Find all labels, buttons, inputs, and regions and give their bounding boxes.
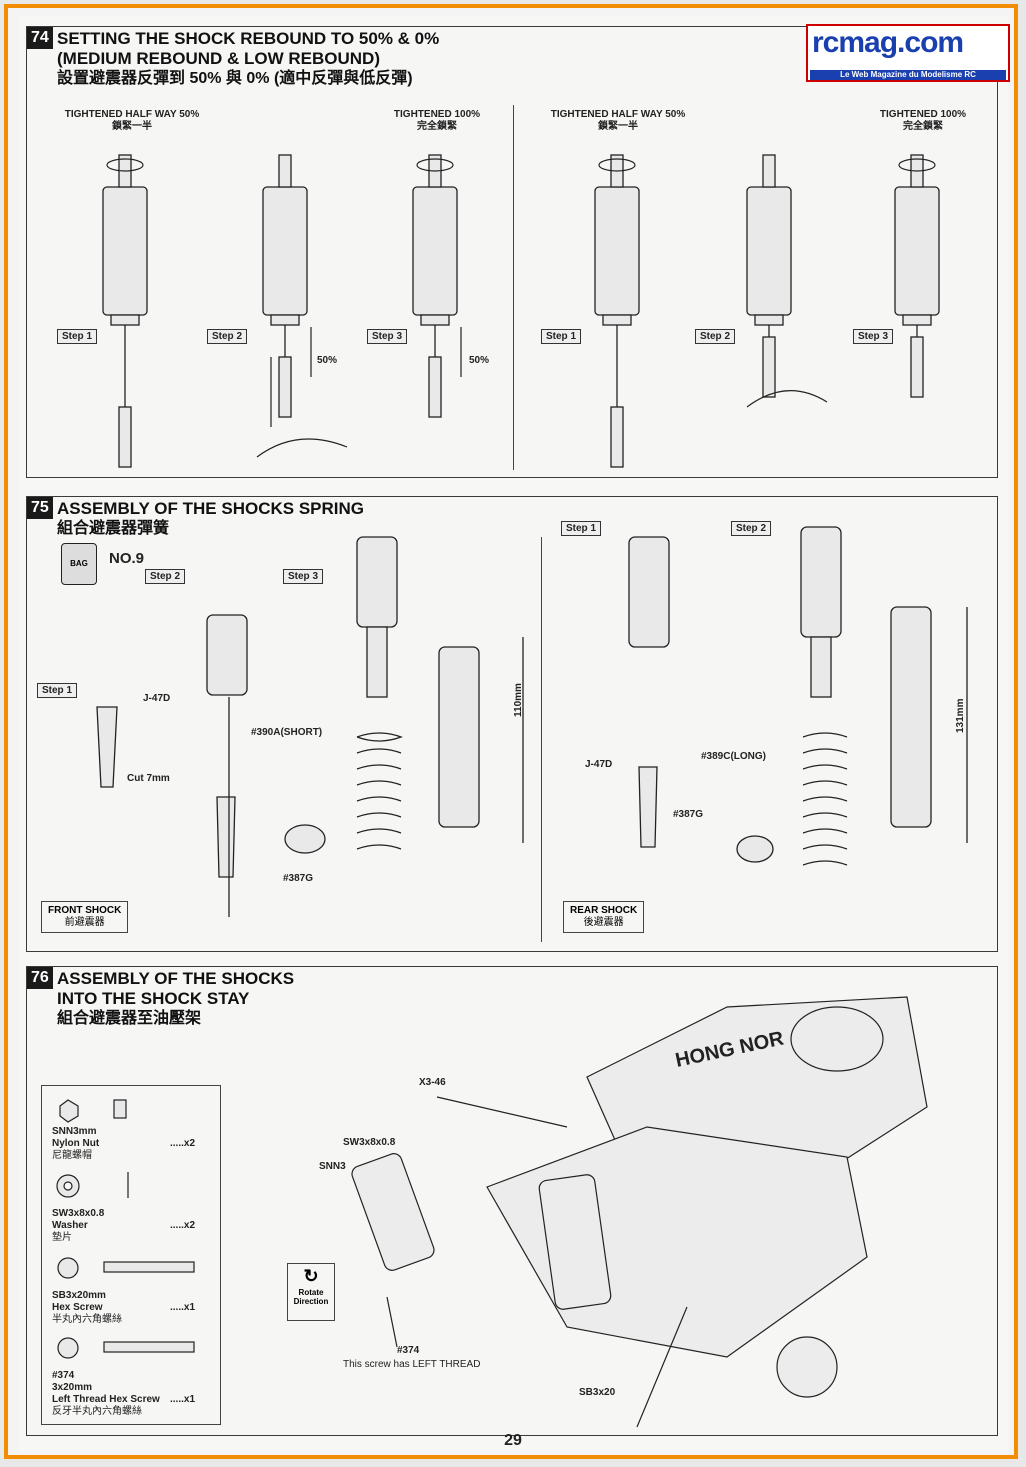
step-number: 75 xyxy=(27,497,53,519)
part-label-j47d: J-47D xyxy=(143,693,171,704)
step-2-box: Step 2 xyxy=(145,569,186,584)
collar-label: #387G xyxy=(283,873,314,884)
nylon-nut-side-icon xyxy=(113,1099,127,1119)
step-3-box: Step 3 xyxy=(853,329,894,344)
half-tightened-label: TIGHTENED HALF WAY 50%鎖緊一半 xyxy=(64,109,200,132)
rear-shock-body xyxy=(628,536,670,648)
panel-divider xyxy=(541,537,542,942)
callout-sb: SB3x20 xyxy=(579,1387,616,1398)
title-chinese: 組合避震器彈簧 xyxy=(57,520,170,537)
collar-part xyxy=(736,835,774,863)
hex-screw-head-icon xyxy=(57,1257,79,1279)
spring-short-label: #390A(SHORT) xyxy=(251,727,323,738)
section-title: SETTING THE SHOCK REBOUND TO 50% & 0% (M… xyxy=(57,29,439,89)
full-tightened-label: TIGHTENED 100%完全鎖緊 xyxy=(879,109,967,132)
page-number: 29 xyxy=(504,1432,522,1449)
logo-tagline: Le Web Magazine du Modelisme RC xyxy=(810,70,1006,80)
assembled-front-shock xyxy=(438,646,480,828)
left-thread-screw-icon xyxy=(103,1341,195,1353)
step-2-box: Step 2 xyxy=(731,521,772,536)
left-shock xyxy=(351,1153,435,1271)
rod-end xyxy=(118,406,132,468)
step-1-box: Step 1 xyxy=(561,521,602,536)
hex-screw-icon xyxy=(103,1261,195,1273)
shock-rebound-illustration xyxy=(102,154,940,468)
left-thread-screw-head-icon xyxy=(57,1337,79,1359)
springs xyxy=(228,607,968,917)
collar-label: #387G xyxy=(673,809,704,820)
title-line-1: SETTING THE SHOCK REBOUND TO 50% & 0% xyxy=(57,29,440,48)
wheel-hub xyxy=(776,1336,838,1398)
assembled-rear-shock xyxy=(890,606,932,828)
part-qty: .....x1 xyxy=(170,1394,196,1405)
stroke-percent-label: 50% xyxy=(469,355,490,366)
rcmag-logo[interactable]: rcmag.com Le Web Magazine du Modelisme R… xyxy=(806,24,1010,82)
chassis-assembly-illustration: HONG NOR xyxy=(351,996,928,1428)
title-chinese: 組合避震器至油壓架 xyxy=(57,1010,202,1027)
full-tightened-label: TIGHTENED 100%完全鎖緊 xyxy=(393,109,481,132)
spring-assembly-illustration xyxy=(96,526,968,917)
parts-icons xyxy=(56,1099,195,1359)
steering-part xyxy=(790,1006,884,1072)
cut-label: Cut 7mm xyxy=(127,773,170,784)
step-1-box: Step 1 xyxy=(37,683,78,698)
rear-shock-body xyxy=(800,526,842,638)
section-title: ASSEMBLY OF THE SHOCKS SPRING 組合避震器彈簧 xyxy=(57,499,364,539)
part-qty: .....x2 xyxy=(170,1220,196,1231)
nylon-nut-icon xyxy=(59,1099,79,1123)
callout-nut: SNN3 xyxy=(319,1161,346,1172)
title-line-1: ASSEMBLY OF THE SHOCKS SPRING xyxy=(57,499,364,518)
bag-icon: BAG xyxy=(61,543,97,585)
part-qty: .....x2 xyxy=(170,1138,196,1149)
spring-long-label: #389C(LONG) xyxy=(701,751,767,762)
step-75-section: 75 ASSEMBLY OF THE SHOCKS SPRING 組合避震器彈簧… xyxy=(26,496,998,952)
right-shock xyxy=(538,1174,612,1310)
collar-part xyxy=(284,824,326,854)
step-2-box: Step 2 xyxy=(695,329,736,344)
part-label-j47d: J-47D xyxy=(585,759,613,770)
step-2-box: Step 2 xyxy=(207,329,248,344)
front-shock-body xyxy=(356,536,398,628)
part-qty: .....x1 xyxy=(170,1302,196,1313)
stroke-percent-label: 50% xyxy=(317,355,338,366)
bag-number: NO.9 xyxy=(109,550,145,567)
step-1-box: Step 1 xyxy=(57,329,98,344)
front-shock-body xyxy=(206,614,248,696)
step-74-section: 74 SETTING THE SHOCK REBOUND TO 50% & 0%… xyxy=(26,26,998,478)
callout-374: #374 xyxy=(397,1345,420,1356)
step-1-box: Step 1 xyxy=(541,329,582,344)
panel-divider xyxy=(513,105,514,470)
left-thread-note: This screw has LEFT THREAD xyxy=(343,1359,481,1370)
callout-washer: SW3x8x0.8 xyxy=(343,1137,396,1148)
rotate-arrow-icon: ↻ xyxy=(303,1266,319,1286)
title-line-2: (MEDIUM REBOUND & LOW REBOUND) xyxy=(57,49,380,68)
step-76-section: 76 ASSEMBLY OF THE SHOCKS INTO THE SHOCK… xyxy=(26,966,998,1436)
title-line-1: ASSEMBLY OF THE SHOCKS xyxy=(57,969,295,988)
callout-x346: X3-46 xyxy=(419,1077,446,1088)
chassis-body xyxy=(486,1126,868,1358)
manual-page: 74 SETTING THE SHOCK REBOUND TO 50% & 0%… xyxy=(18,16,1008,1451)
rotate-direction-box: ↻ Rotate Direction xyxy=(287,1263,335,1321)
section-title: ASSEMBLY OF THE SHOCKS INTO THE SHOCK ST… xyxy=(57,969,294,1029)
shock-body xyxy=(102,186,148,316)
title-chinese: 設置避震器反彈到 50% 與 0% (適中反彈與低反彈) xyxy=(57,70,413,87)
half-tightened-label: TIGHTENED HALF WAY 50%鎖緊一半 xyxy=(550,109,686,132)
step-3-box: Step 3 xyxy=(367,329,408,344)
step-number: 76 xyxy=(27,967,53,989)
logo-text: rcmag.com xyxy=(812,26,964,59)
title-line-2: INTO THE SHOCK STAY xyxy=(57,989,250,1008)
step-number: 74 xyxy=(27,27,53,49)
step-3-box: Step 3 xyxy=(283,569,324,584)
j47d-part xyxy=(96,706,118,788)
